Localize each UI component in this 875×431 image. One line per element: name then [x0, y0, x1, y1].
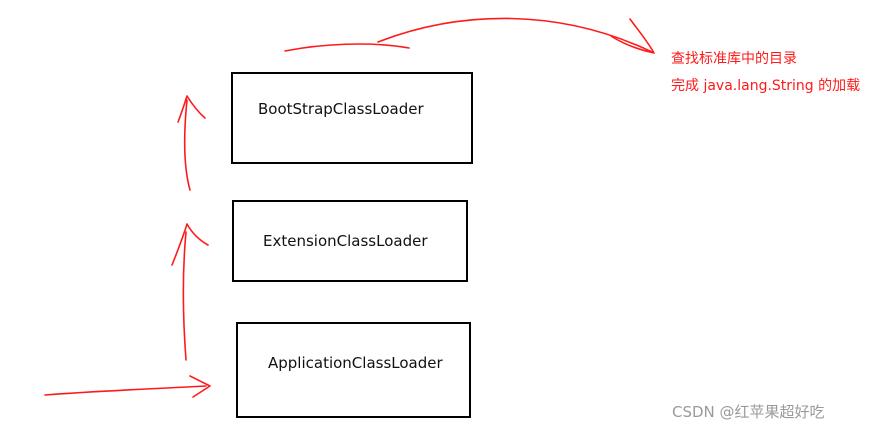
arrow-extension-to-bootstrap	[183, 99, 191, 191]
arrow-bootstrap-to-annotation-head	[610, 18, 655, 54]
arrow-bootstrap-to-annotation-left-stroke	[284, 43, 410, 52]
arrow-extension-to-bootstrap-head	[177, 95, 206, 123]
application-classloader-box: ApplicationClassLoader	[236, 322, 471, 418]
arrow-application-to-extension	[182, 231, 187, 361]
arrow-incoming	[44, 385, 207, 396]
annotation-line-2: 完成 java.lang.String 的加载	[671, 78, 861, 94]
extension-classloader-label: ExtensionClassLoader	[263, 232, 428, 250]
extension-classloader-box: ExtensionClassLoader	[232, 200, 468, 282]
watermark: CSDN @红苹果超好吃	[672, 403, 825, 421]
arrow-bootstrap-to-annotation	[377, 17, 653, 53]
application-classloader-label: ApplicationClassLoader	[268, 354, 443, 372]
bootstrap-classloader-box: BootStrapClassLoader	[231, 72, 473, 164]
bootstrap-classloader-label: BootStrapClassLoader	[258, 100, 424, 118]
arrow-application-to-extension-head	[171, 223, 209, 266]
arrow-incoming-head	[189, 375, 211, 398]
annotation-line-1: 查找标准库中的目录	[671, 51, 797, 67]
